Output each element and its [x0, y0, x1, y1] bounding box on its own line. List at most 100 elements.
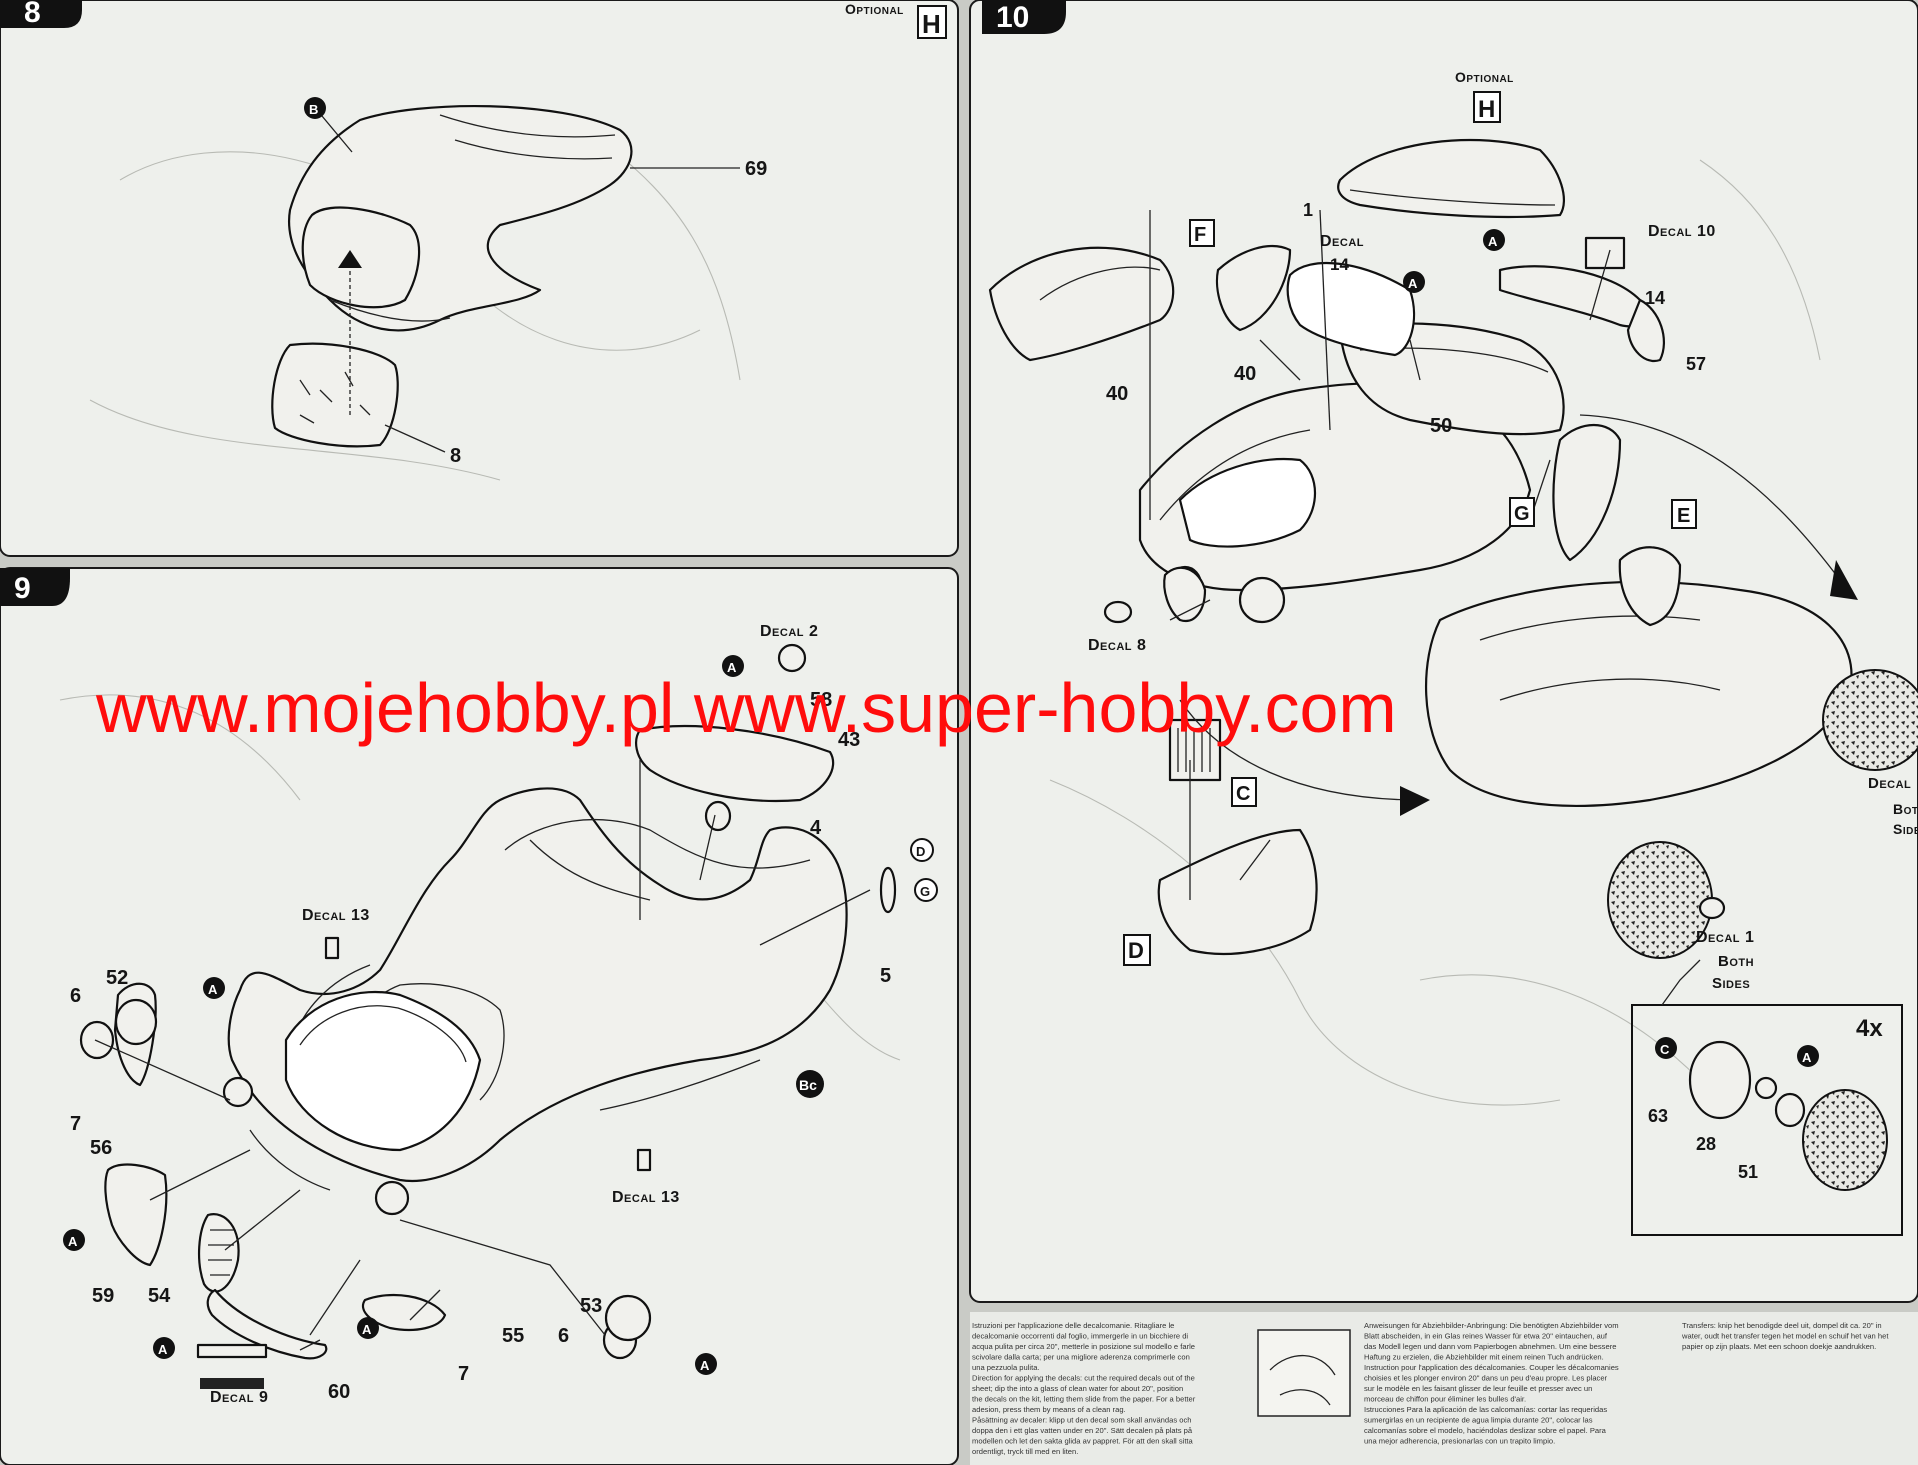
sprue-letter: A: [700, 1358, 710, 1373]
decal-label: Side: [1893, 821, 1918, 837]
radiator-c: [1168, 718, 1222, 782]
decal-9-strip: [200, 1378, 264, 1389]
car-body-assembly: [1138, 322, 1565, 624]
instructions-panel: [970, 1312, 1918, 1465]
part-number: 8: [450, 445, 461, 467]
part-number: 6: [558, 1325, 569, 1347]
decal-label: Both: [1718, 953, 1754, 970]
part-number: 40: [1234, 363, 1256, 385]
instruction-line: Transfers: knip het benodigde deel uit, …: [1682, 1321, 1882, 1330]
trunk-lid-part-43: [635, 725, 835, 803]
instruction-line: Instruction pour l'application des décal…: [1364, 1363, 1619, 1372]
sprue-letter: Bc: [799, 1077, 817, 1093]
decal-label: Sides: [1712, 975, 1750, 992]
step-number-tab: [0, 568, 70, 606]
instruction-line: una pezzuola pulita.: [972, 1363, 1040, 1372]
sprue-letter: D: [916, 844, 925, 859]
subassembly-letter: G: [1514, 503, 1530, 525]
sprue-letter: B: [309, 102, 318, 117]
sprue-letter: A: [362, 1322, 372, 1337]
part-number: 40: [1106, 383, 1128, 405]
step-number-tab: [982, 0, 1066, 34]
sprue-badge: [304, 97, 326, 119]
subassembly-letter: F: [1194, 224, 1206, 246]
decal-label: Decal 2: [760, 623, 818, 640]
instruction-line: sheet; dip the into a glass of clean wat…: [972, 1384, 1183, 1393]
instructions-column-de-fr-es: Anweisungen für Abziehbilder-Anbringung:…: [1364, 1321, 1619, 1446]
tail-light-part-5: [879, 866, 897, 914]
part-number: 55: [502, 1325, 524, 1347]
soft-top-part-69: [288, 104, 633, 332]
part-number: 58: [810, 689, 832, 711]
callout-labels: F 1 Decal 14 A 40 40 50 A Decal 10 14 57…: [1088, 200, 1918, 1182]
assembly-arrows: [1179, 414, 1858, 816]
sprue-letter: A: [1488, 234, 1498, 249]
optional-label: Optional: [1455, 69, 1514, 85]
subassembly-letter: D: [1128, 938, 1144, 963]
connector-lines: [94, 760, 871, 1351]
sprue-letter: A: [1802, 1050, 1812, 1065]
decal-label: Both: [1893, 801, 1918, 817]
step-9: 9: [0, 568, 938, 1406]
assembly-arrowhead: [338, 250, 362, 268]
instruction-line: das Modell legen und dann vom Papierboge…: [1364, 1342, 1616, 1351]
instruction-line: Blatt abscheiden, in ein Glas reines Was…: [1364, 1332, 1608, 1341]
quantity-label: 4x: [1856, 1015, 1883, 1042]
sprue-letter: A: [727, 660, 737, 675]
decal-label: Decal 9: [210, 1389, 268, 1406]
decal-label: Decal 10: [1648, 223, 1716, 240]
instruction-line: acqua pulita per circa 20", metterle in …: [972, 1342, 1195, 1351]
tire-rear: [1822, 669, 1918, 771]
instruction-line: calcomanías sobre el modelo, haciéndolas…: [1364, 1426, 1607, 1435]
car-body-part-bc: [222, 787, 848, 1216]
optional-letter: H: [922, 9, 941, 39]
tonneau-cover-40: [988, 246, 1175, 362]
part-number: 14: [1645, 288, 1665, 308]
optional-letter-box: [1473, 91, 1501, 123]
decal-label: Decal 1: [1696, 929, 1754, 946]
wheel-detail-box: [1631, 959, 1903, 1236]
chassis-e: [1424, 546, 1853, 807]
part-number: 4: [810, 817, 822, 839]
part-number: 52: [106, 967, 128, 989]
step-number: 8: [24, 0, 41, 29]
step-8: 8 Optional H B 69 8: [0, 0, 947, 467]
instruction-line: Anweisungen für Abziehbilder-Anbringung:…: [1364, 1321, 1619, 1330]
instruction-line: the decals on the kit, letting them slid…: [972, 1395, 1196, 1404]
decal-label: Decal: [1868, 775, 1911, 792]
part-number: 7: [458, 1363, 469, 1385]
connector-lines: [1149, 209, 1611, 900]
part-number: 28: [1696, 1134, 1716, 1154]
instruction-line: decalcomanie occorrenti dal foglio, imme…: [972, 1332, 1188, 1341]
sprue-letter: A: [1408, 276, 1418, 291]
decal-instructions: Istruzioni per l'applicazione delle deca…: [972, 1321, 1889, 1456]
decal-label: Decal 8: [1088, 637, 1146, 654]
part-number: 60: [328, 1381, 350, 1403]
instruction-line: sur le modèle en les faisant glisser de …: [1364, 1384, 1592, 1393]
part-number: 57: [1686, 354, 1706, 374]
instruction-line: modellen och let den sakta glida av papp…: [972, 1437, 1194, 1446]
instruction-line: Haftung zu erzielen, die Abziehbilder mi…: [1364, 1353, 1604, 1362]
part-number: 69: [745, 158, 767, 180]
decal-rects: [324, 643, 807, 1172]
decal-label: 14: [1330, 255, 1349, 274]
watermark-text: www.mojehobby.pl www.super-hobby.com: [95, 669, 1397, 747]
sprue-letter: C: [1660, 1042, 1670, 1057]
instruction-line: morceau de chiffon pour éliminer les bul…: [1364, 1395, 1526, 1404]
tires: [1103, 600, 1918, 1191]
part-number: 7: [70, 1113, 81, 1135]
instruction-line: sumergirlas en un recipiente de agua lim…: [1364, 1416, 1593, 1425]
instruction-line: ordentligt, tryck till med en liten.: [972, 1447, 1078, 1456]
decal-label: Decal: [1320, 233, 1364, 250]
windshield-part-1: [1286, 261, 1415, 357]
subassembly-letter: C: [1236, 783, 1250, 805]
rear-bumper-14-57: [1498, 236, 1665, 363]
step-10: 10 Optional H: [982, 0, 1918, 1236]
sprue-letter: A: [68, 1234, 78, 1249]
part-number: 59: [92, 1285, 114, 1307]
rear-window-part-8: [271, 342, 399, 448]
part-number: 63: [1648, 1106, 1668, 1126]
sprue-letter: A: [158, 1342, 168, 1357]
